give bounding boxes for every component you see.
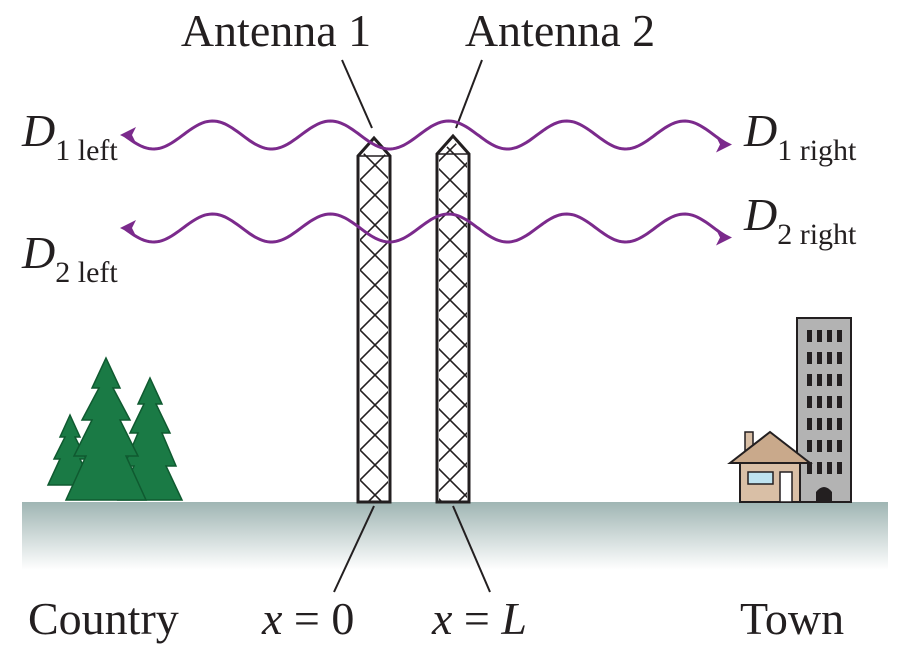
- antenna-1-leader: [341, 59, 373, 129]
- building-window: [807, 462, 812, 474]
- wave-d2: [123, 212, 729, 244]
- wave-d2-left-arrowhead: [120, 220, 136, 236]
- building-window: [817, 440, 822, 452]
- antenna-2-leader: [455, 59, 483, 129]
- wave-d2-right-arrowhead: [716, 229, 732, 246]
- building-window: [837, 440, 842, 452]
- antenna-1-label: Antenna 1: [181, 5, 371, 56]
- building-window: [807, 396, 812, 408]
- building-window: [817, 396, 822, 408]
- d1-left-label: D1 left: [21, 105, 118, 167]
- house: [727, 430, 813, 503]
- building-window: [807, 374, 812, 386]
- x-equals-0-label: x = 0: [261, 593, 354, 644]
- x-equals-L-label: x = L: [431, 593, 527, 644]
- building-window: [827, 352, 832, 364]
- building-window: [837, 418, 842, 430]
- building-window: [817, 374, 822, 386]
- country-label: Country: [28, 593, 179, 644]
- building: [796, 317, 852, 503]
- xL-leader: [452, 505, 491, 593]
- antenna-2-label: Antenna 2: [465, 5, 655, 56]
- ground: [22, 502, 888, 570]
- building-window: [827, 418, 832, 430]
- trees: [46, 356, 184, 501]
- wave-d1-right-arrowhead: [716, 136, 732, 153]
- building-window: [837, 352, 842, 364]
- building-window: [837, 396, 842, 408]
- building-window: [817, 330, 822, 342]
- antenna-2-tower: [435, 133, 471, 504]
- building-window: [837, 330, 842, 342]
- d2-left-label: D2 left: [21, 227, 118, 289]
- building-window: [807, 418, 812, 430]
- building-window: [827, 374, 832, 386]
- tree-center: [64, 356, 148, 501]
- building-window: [807, 352, 812, 364]
- building-window: [827, 440, 832, 452]
- x0-leader: [333, 505, 375, 593]
- wave-d1: [123, 119, 729, 151]
- building-window: [817, 352, 822, 364]
- building-window: [837, 374, 842, 386]
- building-window: [817, 462, 822, 474]
- tree-right: [116, 376, 184, 501]
- building-window: [827, 330, 832, 342]
- antenna-1-tower: [356, 135, 392, 504]
- building-window: [827, 462, 832, 474]
- town-label: Town: [740, 593, 844, 644]
- building-window: [817, 418, 822, 430]
- building-window: [807, 330, 812, 342]
- d1-right-label: D1 right: [743, 105, 857, 167]
- building-window: [837, 462, 842, 474]
- building-window: [807, 440, 812, 452]
- building-window: [827, 396, 832, 408]
- wave-d1-left-arrowhead: [120, 127, 136, 143]
- d2-right-label: D2 right: [743, 189, 857, 251]
